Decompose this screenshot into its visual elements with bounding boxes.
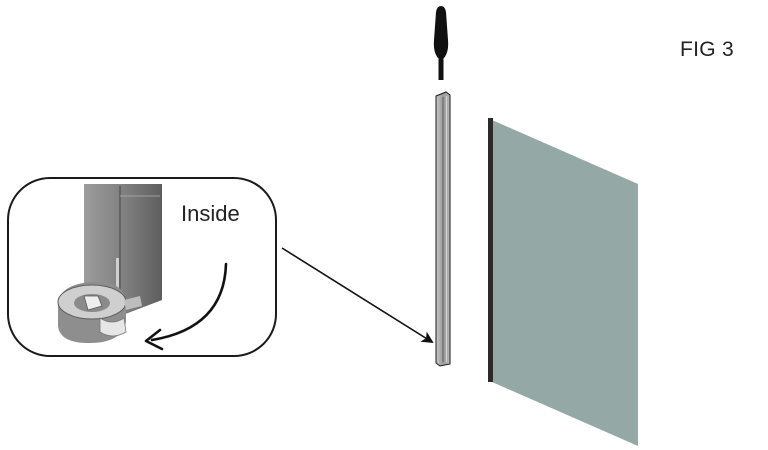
clip-fitting-icon <box>57 281 142 344</box>
screwdriver-icon <box>433 6 449 80</box>
inside-label: Inside <box>181 201 240 226</box>
rotation-arrow <box>150 262 228 342</box>
figure-label: FIG 3 <box>680 38 735 61</box>
glass-panel <box>488 118 638 446</box>
wall-profile <box>435 91 451 367</box>
leader-arrow <box>281 247 434 344</box>
detail-callout <box>7 177 277 357</box>
rotation-arrowhead <box>144 328 164 351</box>
